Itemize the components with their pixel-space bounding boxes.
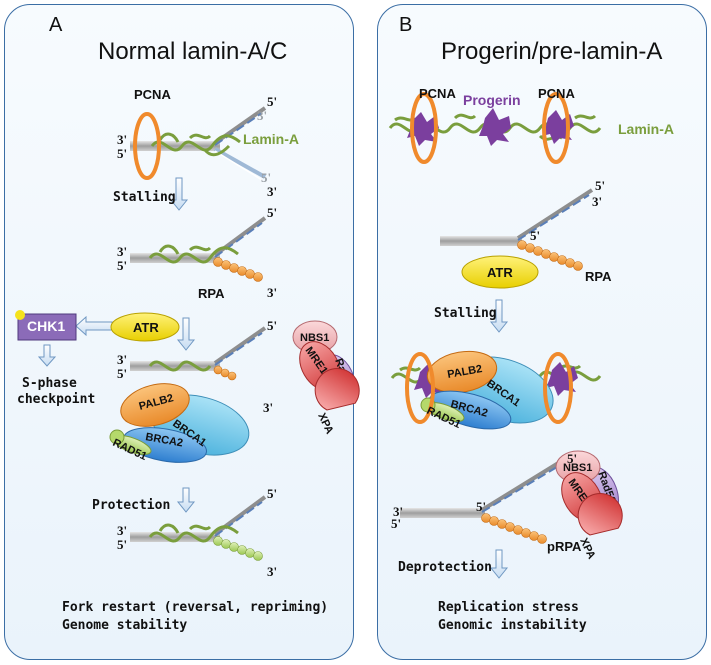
arrow-stalling-a bbox=[169, 177, 189, 211]
atr-a bbox=[110, 312, 180, 342]
footer-a-line2: Genome stability bbox=[62, 618, 188, 633]
prime-5-a3-top: 5' bbox=[267, 318, 278, 333]
prime-3-a1-right: 3' bbox=[267, 184, 278, 199]
fork-b2: PALB2 BRCA1 BRCA2 RAD51 bbox=[390, 350, 602, 431]
prime-5-a3-left: 5' bbox=[117, 366, 128, 381]
panel-a-letter: A bbox=[49, 14, 63, 36]
lamin-progerin-row bbox=[388, 92, 602, 164]
lamin-label-a: Lamin-A bbox=[243, 131, 299, 147]
prime-3-b3-left: 3' bbox=[393, 504, 404, 519]
panel-b bbox=[377, 4, 707, 660]
fork-b3 bbox=[400, 460, 562, 544]
s-phase-line1: S-phase bbox=[22, 376, 77, 391]
lamin-label-b: Lamin-A bbox=[618, 121, 674, 137]
s-phase-line2: checkpoint bbox=[17, 392, 96, 407]
panel-b-title: Progerin/pre-lamin-A bbox=[441, 38, 663, 65]
chk1-box bbox=[15, 310, 77, 341]
prime-5-b3-top: 5' bbox=[567, 451, 578, 466]
arrow-deprotection-b bbox=[489, 549, 509, 579]
prime-5-b1-mid: 5' bbox=[530, 228, 541, 243]
xpa-label-a: XPA bbox=[315, 411, 335, 436]
prime-5-a1-top: 5' bbox=[267, 94, 278, 109]
rpa-label-a: RPA bbox=[198, 286, 225, 301]
arrow-atr-down bbox=[176, 317, 196, 351]
stalling-label-a: Stalling bbox=[113, 190, 176, 205]
progerin-label: Progerin bbox=[463, 92, 521, 108]
rpa-label-b: RPA bbox=[585, 269, 612, 284]
footer-b-line1: Replication stress bbox=[438, 600, 579, 615]
protein-complex-a: PALB2 BRCA1 BRCA2 RAD51 bbox=[109, 383, 250, 463]
arrow-chk1-sphase bbox=[37, 344, 57, 367]
arrow-stalling-b bbox=[489, 299, 509, 333]
footer-b-line2: Genomic instability bbox=[438, 618, 587, 633]
prime-3-a3-right: 3' bbox=[263, 400, 274, 415]
prime-3-a4-right: 3' bbox=[267, 564, 278, 579]
prime-3-a4-left: 3' bbox=[117, 523, 128, 538]
atr-label-b: ATR bbox=[487, 265, 513, 280]
pcna-label-a: PCNA bbox=[134, 87, 171, 102]
prime-5-b1-top: 5' bbox=[595, 178, 606, 193]
fork-a4 bbox=[130, 495, 267, 561]
prime-5-a1-grey: 5' bbox=[261, 170, 272, 185]
deprotection-label: Deprotection bbox=[398, 560, 492, 575]
prime-3-a2-right: 3' bbox=[267, 285, 278, 300]
stalling-label-b: Stalling bbox=[434, 306, 497, 321]
prime-5-a4-top: 5' bbox=[267, 486, 278, 501]
atr-label-a: ATR bbox=[133, 320, 159, 335]
pcna-label-b-left: PCNA bbox=[419, 86, 456, 101]
prime-5-a2-left: 5' bbox=[117, 258, 128, 273]
prime-3-a1-left: 3' bbox=[117, 132, 128, 147]
prime-5-b3-mid: 5' bbox=[476, 499, 487, 514]
arrow-atr-chk1 bbox=[75, 315, 113, 337]
prime-5-a2-top: 5' bbox=[267, 205, 278, 220]
nbs1-label-a: NBS1 bbox=[300, 332, 329, 344]
prime-5-a1-left: 5' bbox=[117, 146, 128, 161]
footer-a-line1: Fork restart (reversal, repriming) bbox=[62, 600, 329, 615]
prime-3-a2-left: 3' bbox=[117, 244, 128, 259]
fork-a1 bbox=[130, 106, 267, 181]
atr-b bbox=[461, 255, 539, 289]
panel-b-letter: B bbox=[399, 14, 413, 36]
chk1-label: CHK1 bbox=[27, 318, 66, 334]
fork-a3 bbox=[130, 326, 267, 381]
prime-3-b1-top: 3' bbox=[592, 194, 603, 209]
fork-b1 bbox=[440, 188, 594, 271]
prime-3-a3-left: 3' bbox=[117, 352, 128, 367]
protection-label: Protection bbox=[92, 498, 171, 513]
pcna-label-b-right: PCNA bbox=[538, 86, 575, 101]
nbs1-label-b: NBS1 bbox=[563, 462, 592, 474]
fork-a2 bbox=[130, 216, 267, 282]
panel-a-title: Normal lamin-A/C bbox=[98, 38, 288, 65]
prime-5-b3-left: 5' bbox=[391, 516, 402, 531]
arrow-protection-a bbox=[176, 487, 196, 513]
prpa-label: pRPA bbox=[547, 539, 582, 554]
prime-5-a4-left: 5' bbox=[117, 537, 128, 552]
prime-3-a1-grey: 3' bbox=[257, 108, 268, 123]
